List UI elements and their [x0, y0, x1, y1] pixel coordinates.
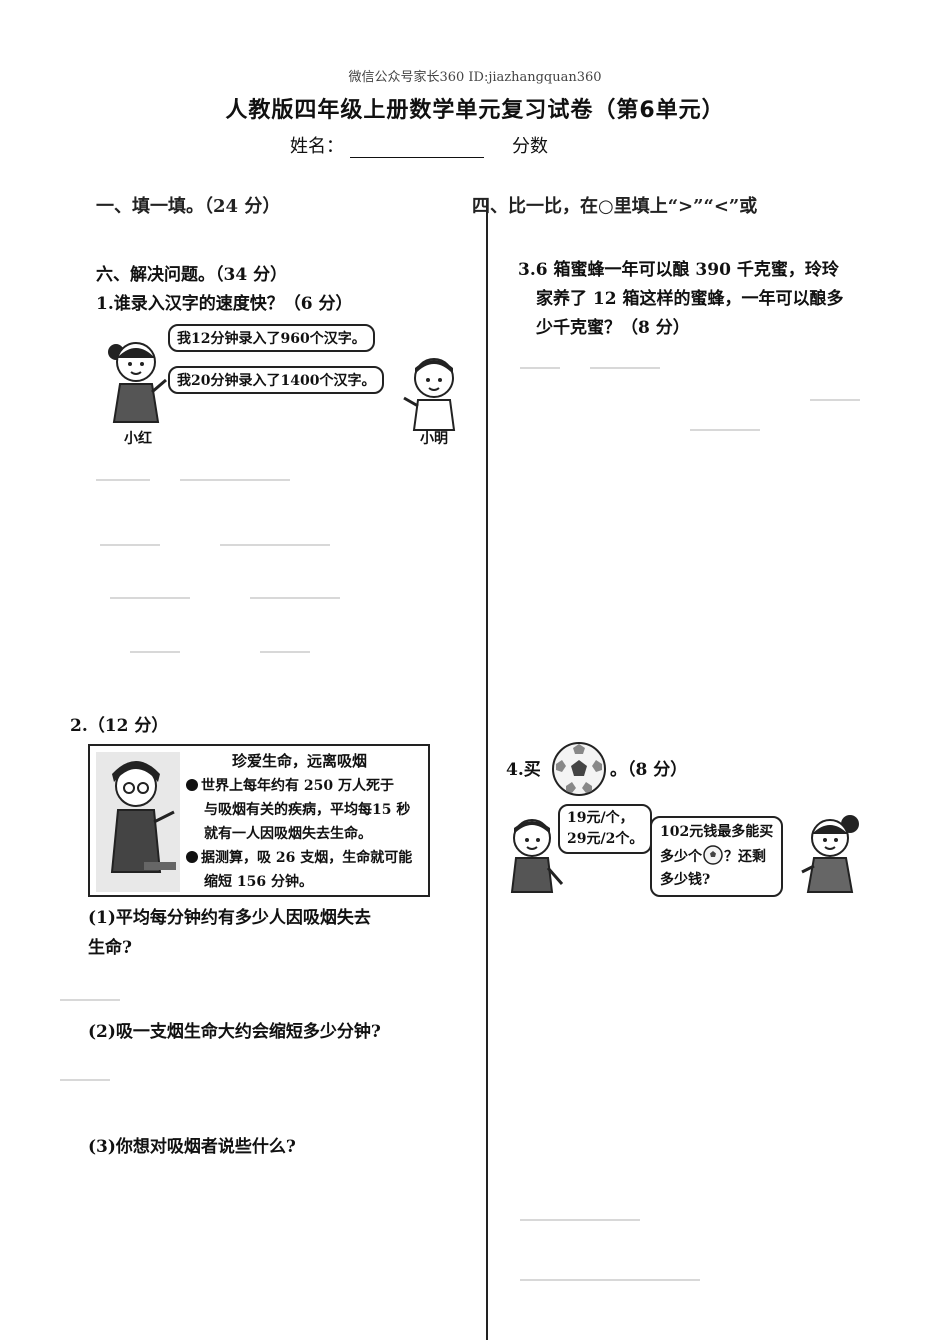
- girl-name: 小红: [124, 431, 152, 447]
- column-divider: [486, 200, 488, 1340]
- q1-speech-bubble-bottom: 我20分钟录入了1400个汉字。: [168, 366, 385, 394]
- notice-title: 珍爱生命，远离吸烟: [232, 752, 368, 770]
- soccer-ball-icon: [552, 742, 606, 796]
- score-label: 分数: [512, 136, 548, 157]
- small-soccer-ball-icon: [703, 845, 723, 865]
- name-score-line: 姓名： 分数: [290, 132, 548, 158]
- q3-line1: 3.6 箱蜜蜂一年可以酿 390 千克蜜，玲玲: [518, 260, 839, 280]
- price-line2: 29元/2个。: [567, 831, 644, 847]
- ask-line1: 102元钱最多能买: [660, 824, 774, 840]
- q1-speech-bubble-top: 我12分钟录入了960个汉字。: [168, 324, 375, 352]
- boy-illustration: [403, 358, 456, 431]
- q4-label-after: 。（8 分）: [610, 760, 688, 780]
- section-heading: 六、解决问题。（34 分）: [96, 265, 288, 285]
- show-through-ghost: [60, 367, 860, 1281]
- notice-line: 与吸烟有关的疾病，平均每15 秒: [204, 802, 411, 818]
- bullet-icon: [186, 851, 198, 863]
- q4-label-before: 4.买: [506, 760, 541, 780]
- q1-title: 1.谁录入汉字的速度快？（6 分）: [96, 294, 353, 314]
- ask-line3: 多少钱?: [660, 872, 711, 888]
- q3-line2: 家养了 12 箱这样的蜜蜂，一年可以酿多: [536, 289, 844, 309]
- q2-sub3: (3)你想对吸烟者说些什么?: [88, 1137, 296, 1157]
- notice-line: 据测算，吸 26 支烟，生命就可能: [186, 846, 412, 870]
- q2-sub1-line2: 生命?: [88, 938, 132, 958]
- q2-sub2: (2)吸一支烟生命大约会缩短多少分钟?: [88, 1022, 381, 1042]
- q2-title: 2.（12 分）: [70, 716, 169, 736]
- watermark-text: 微信公众号家长360 ID:jiazhangquan360: [348, 70, 602, 85]
- notice-line: 世界上每年约有 250 万人死于: [186, 774, 394, 798]
- question-bubble: 102元钱最多能买 多少个？还剩 多少钱?: [650, 816, 784, 897]
- notice-line: 缩短 156 分钟。: [204, 874, 313, 890]
- boy-name: 小明: [420, 431, 448, 447]
- ask-line2: 多少个？还剩: [660, 844, 773, 869]
- girl-illustration: [108, 342, 167, 423]
- name-blank: [350, 139, 484, 158]
- price-line1: 19元/个，: [567, 810, 634, 826]
- name-label: 姓名：: [290, 136, 344, 157]
- bullet-icon: [186, 779, 198, 791]
- q2-sub1-line1: (1)平均每分钟约有多少人因吸烟失去: [88, 908, 371, 928]
- page-title: 人教版四年级上册数学单元复习试卷（第6单元）: [225, 98, 725, 123]
- boy-buyer-illustration: [510, 819, 564, 893]
- price-bubble: 19元/个， 29元/2个。: [558, 804, 653, 854]
- notice-line: 就有一人因吸烟失去生命。: [204, 826, 372, 842]
- q3-line3: 少千克蜜？（8 分）: [536, 318, 690, 338]
- anti-smoking-notice: 珍爱生命，远离吸烟 世界上每年约有 250 万人死于 与吸烟有关的疾病，平均每1…: [88, 744, 430, 897]
- girl-buyer-illustration: [801, 815, 859, 893]
- teacher-illustration: [96, 752, 180, 892]
